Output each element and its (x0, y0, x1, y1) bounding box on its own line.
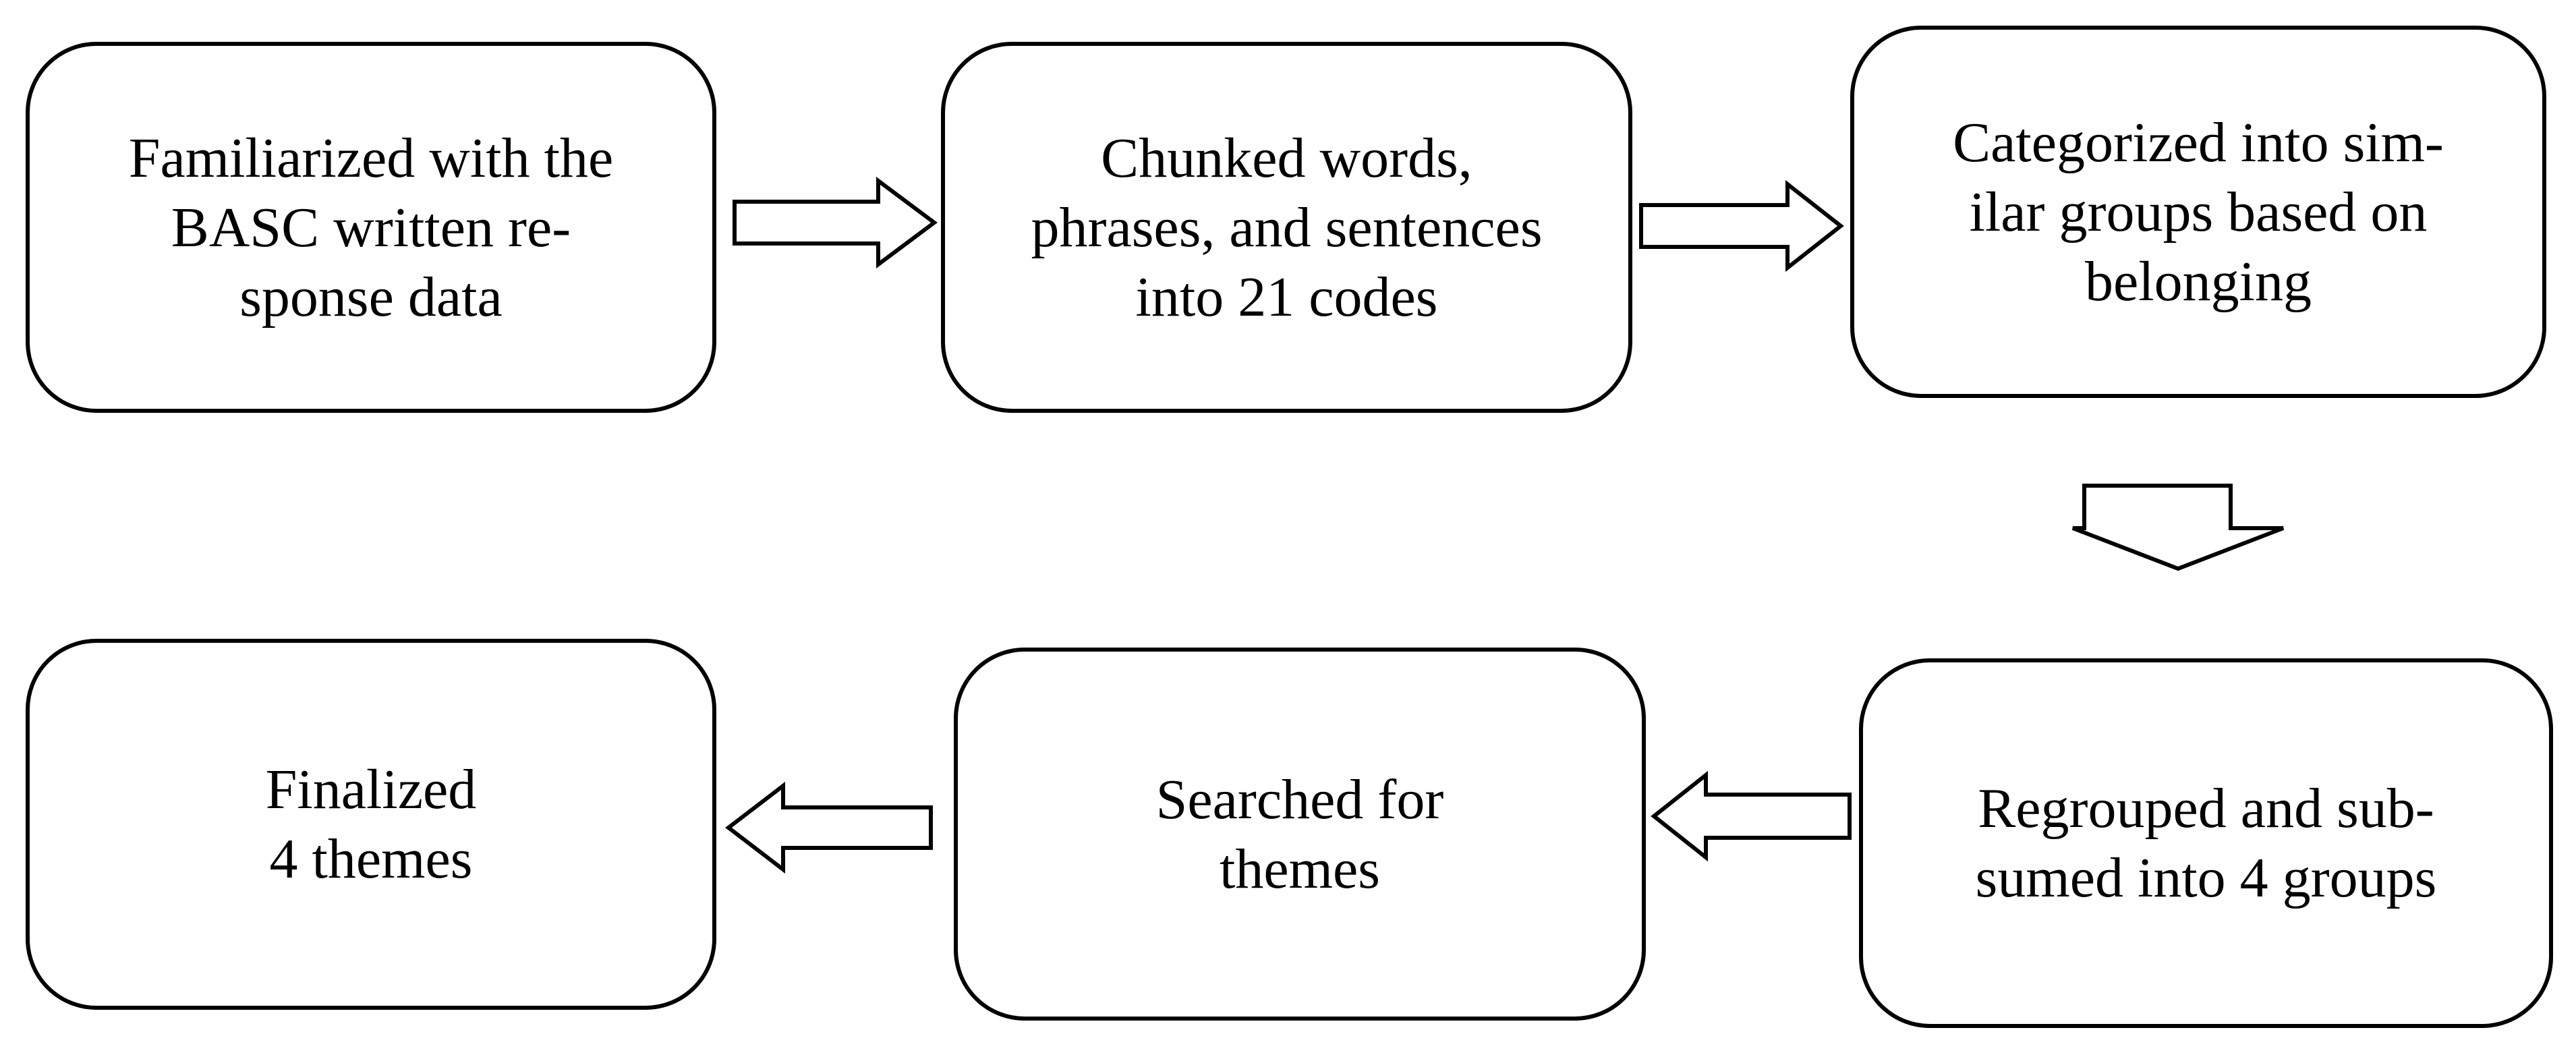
step-label-searched: Searched for themes (1155, 768, 1444, 901)
arrow-down-icon (2071, 484, 2285, 571)
step-box-chunked: Chunked words, phrases, and sentences in… (941, 42, 1632, 413)
step-box-finalized: Finalized 4 themes (26, 639, 716, 1010)
step-box-categorized: Categorized into sim- ilar groups based … (1850, 26, 2546, 398)
step-label-familiarized: Familiarized with the BASC written re- s… (128, 126, 614, 328)
arrow-left-icon (725, 781, 933, 874)
step-box-familiarized: Familiarized with the BASC written re- s… (26, 42, 716, 413)
step-label-finalized: Finalized 4 themes (265, 758, 477, 890)
step-box-searched: Searched for themes (954, 648, 1646, 1021)
step-label-categorized: Categorized into sim- ilar groups based … (1953, 111, 2444, 313)
step-box-regrouped: Regrouped and sub- sumed into 4 groups (1859, 658, 2553, 1028)
arrow-left-icon (1651, 770, 1852, 862)
arrow-right-icon (733, 177, 938, 268)
arrow-right-icon (1639, 179, 1844, 273)
step-label-chunked: Chunked words, phrases, and sentences in… (1031, 126, 1543, 328)
step-label-regrouped: Regrouped and sub- sumed into 4 groups (1975, 777, 2437, 909)
